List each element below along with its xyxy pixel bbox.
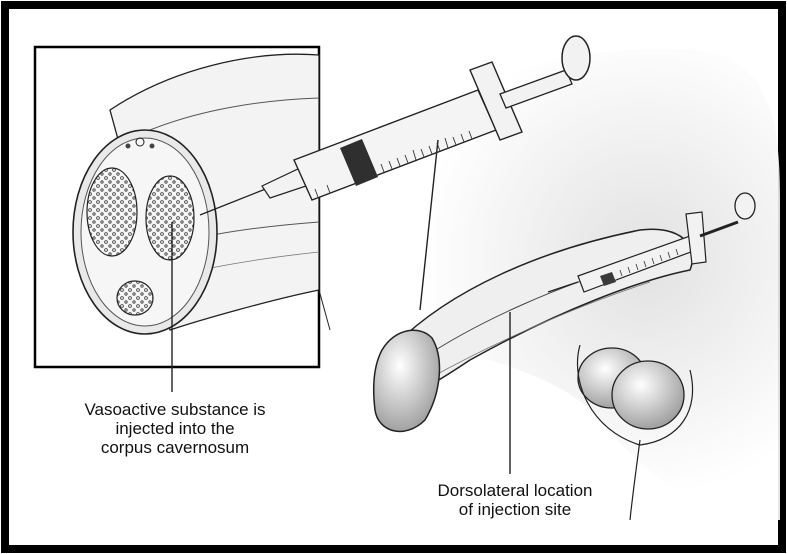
label-injection-site: Dorsolateral location of injection site <box>390 481 640 519</box>
label-corpus-cavernosum: Vasoactive substance is injected into th… <box>40 400 310 457</box>
cross-section-inset <box>35 47 319 367</box>
label-line: corpus cavernosum <box>40 438 310 457</box>
label-line: of injection site <box>390 500 640 519</box>
label-line: injected into the <box>40 419 310 438</box>
label-line: Vasoactive substance is <box>40 400 310 419</box>
label-line: Dorsolateral location <box>390 481 640 500</box>
